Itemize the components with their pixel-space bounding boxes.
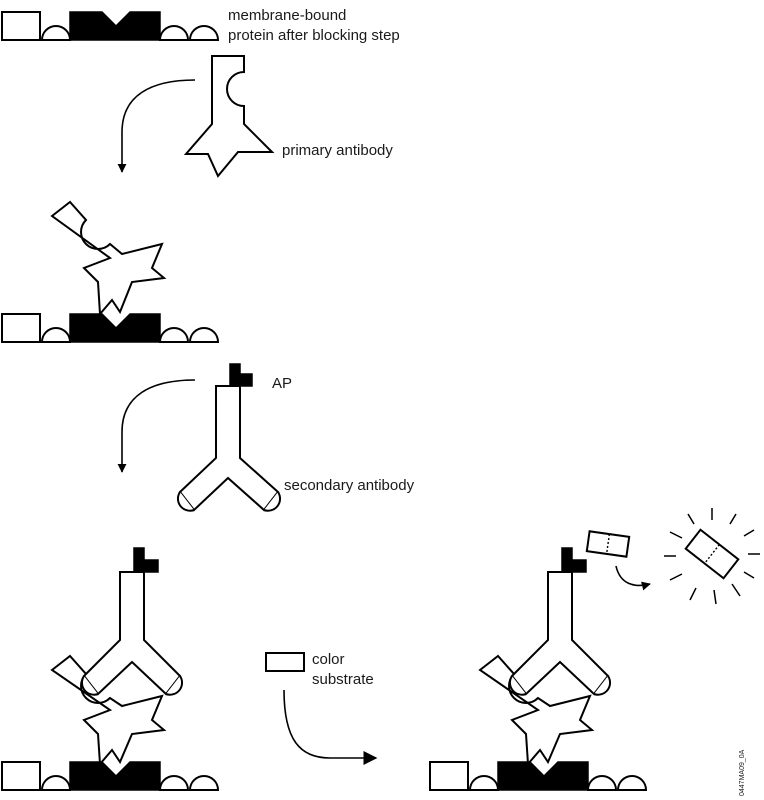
- binding-arrow-2: [117, 379, 196, 473]
- label-ap: AP: [272, 375, 292, 392]
- membrane-step3-left: [1, 761, 219, 791]
- secondary-antibody-free: [177, 363, 281, 512]
- color-substrate-icon: [265, 652, 305, 672]
- color-burst-rays: [664, 508, 760, 605]
- primary-antibody-bound: [50, 200, 167, 317]
- label-secondary-antibody: secondary antibody: [284, 477, 415, 494]
- membrane-step1: [1, 11, 219, 41]
- label-color-line1: color: [312, 651, 345, 668]
- label-primary-antibody: primary antibody: [282, 142, 393, 159]
- membrane-step2: [1, 313, 219, 343]
- label-color-line2: substrate: [312, 671, 374, 688]
- reaction-arrow: [283, 689, 378, 765]
- secondary-antibody-complex-right: [509, 547, 611, 696]
- label-membrane-line1: membrane-bound: [228, 7, 346, 24]
- binding-arrow-1: [117, 79, 196, 173]
- label-membrane-line2: protein after blocking step: [228, 27, 400, 44]
- substrate-molecule: [585, 530, 631, 558]
- primary-antibody-free: [183, 55, 275, 178]
- colored-product: [684, 528, 740, 580]
- cleavage-arrow: [615, 565, 651, 591]
- membrane-step3-right: [429, 761, 647, 791]
- secondary-antibody-complex-left: [81, 547, 183, 696]
- figure-code: 0447MA09_0A: [739, 749, 746, 796]
